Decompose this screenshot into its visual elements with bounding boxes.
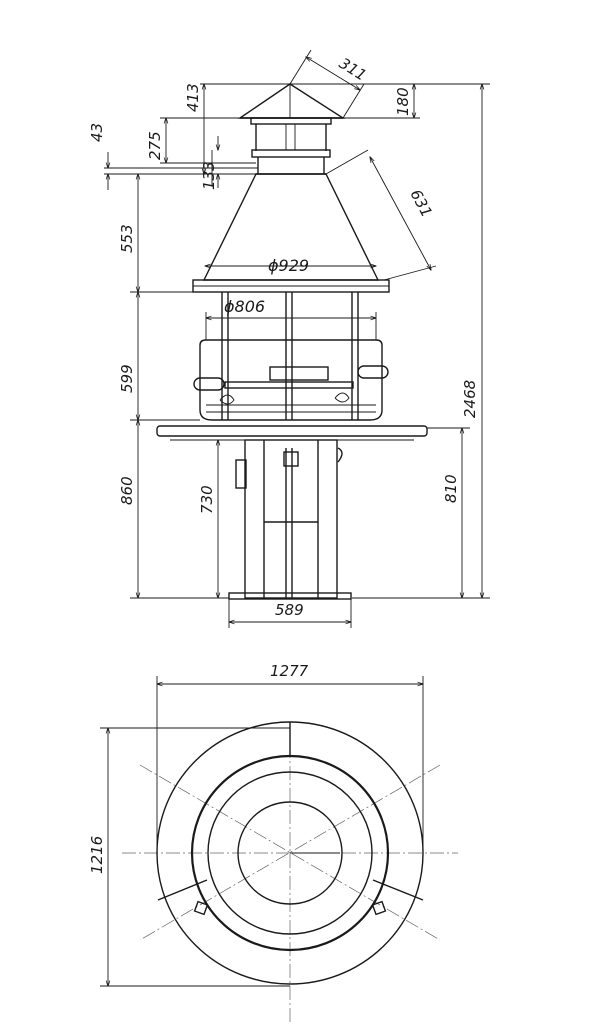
- dim-total-height: 2468: [461, 380, 479, 418]
- dim-table-height: 860: [118, 476, 136, 505]
- dim-hood-diameter: ϕ929: [268, 256, 309, 275]
- dim-chimney: 275: [146, 131, 164, 160]
- dim-cap-width: 311: [336, 54, 370, 84]
- dim-gap-chimney: 133: [200, 161, 218, 190]
- table-top: [156, 425, 428, 441]
- grill-assembly: [193, 292, 389, 421]
- dim-hood-height: 553: [118, 224, 136, 253]
- stand: [228, 439, 352, 600]
- plan-view: [122, 721, 458, 1022]
- dim-cap-total: 413: [184, 83, 202, 112]
- elevation-view: [156, 83, 428, 600]
- dim-cap-height: 180: [394, 87, 412, 116]
- plan-dimensions: 1277 1216: [88, 662, 423, 986]
- dim-gap-top: 43: [88, 123, 106, 142]
- dim-plan-depth: 1216: [88, 836, 106, 874]
- hood-opening-circle: [237, 801, 343, 905]
- dim-hood-slant: 631: [406, 186, 435, 220]
- dim-stand-height-left: 730: [198, 485, 216, 514]
- chimney: [250, 117, 332, 175]
- dim-plan-width: 1277: [270, 662, 309, 680]
- dim-grill-height: 599: [118, 364, 136, 393]
- dim-base-width: 589: [275, 601, 304, 619]
- elevation-dimensions: 311 180 2468 631 413 275 43: [88, 49, 490, 628]
- cap-roof: [237, 83, 346, 119]
- grill-inner-circle: [207, 771, 373, 935]
- dim-grill-diameter: ϕ806: [224, 297, 265, 316]
- dim-stand-height-right: 810: [442, 474, 460, 503]
